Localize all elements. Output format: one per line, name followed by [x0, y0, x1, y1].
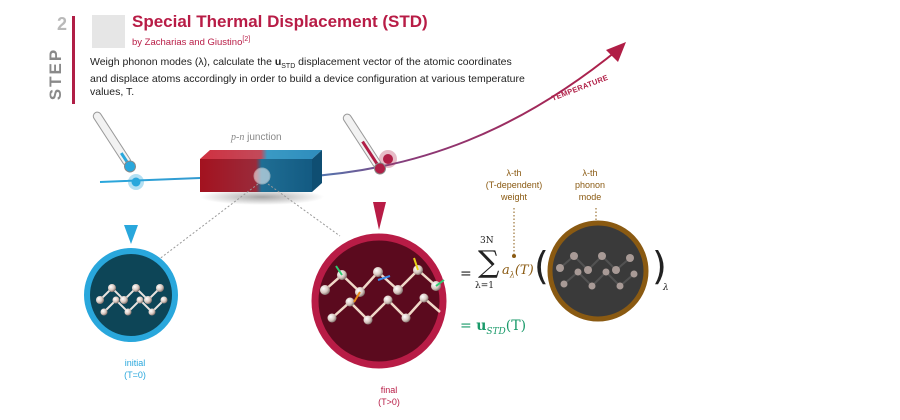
- description-part1: Weigh phonon modes (λ), calculate the: [90, 56, 275, 68]
- weight-label-line1: λ-th: [506, 168, 522, 178]
- step-divider: [72, 16, 75, 104]
- sum-upper-limit: 3N: [480, 236, 494, 246]
- final-label-text: final: [380, 385, 398, 395]
- cold-thermometer-icon: [92, 111, 136, 173]
- initial-label-text: initial: [124, 358, 146, 368]
- result-subscript: STD: [486, 326, 506, 337]
- mode-label-line2: phonon: [574, 180, 606, 190]
- thumbnail-placeholder: [92, 15, 125, 48]
- final-label: final (T>0): [354, 384, 424, 408]
- cold-point: [131, 177, 141, 187]
- description: Weigh phonon modes (λ), calculate the uS…: [90, 56, 530, 99]
- mode-label-line1: λ-th: [582, 168, 598, 178]
- temperature-curve: [99, 47, 621, 183]
- junction-label-italic: p-n: [231, 132, 245, 143]
- initial-label-condition: (T=0): [124, 370, 146, 380]
- junction-label-rest: junction: [244, 132, 282, 143]
- junction-label: p-n junction: [231, 132, 282, 143]
- weight-label-line2: (T-dependent): [485, 180, 543, 190]
- byline: by Zacharias and Giustino[2]: [132, 36, 250, 48]
- hot-thermometer-icon: [342, 113, 386, 175]
- connector-final: [267, 183, 341, 237]
- result-vector: u: [476, 318, 487, 334]
- equation-equals: =: [460, 266, 472, 282]
- temperature-arrowhead: [606, 42, 626, 62]
- final-label-condition: (T>0): [378, 397, 400, 407]
- outer-subscript: λ: [663, 283, 669, 293]
- result-equation: = uSTD(T): [460, 318, 526, 337]
- sum-symbol: ∑: [478, 245, 500, 280]
- weight-leader-dot: [512, 254, 516, 258]
- right-paren: ): [652, 244, 667, 288]
- left-paren: (: [534, 244, 549, 288]
- sum-lower-limit: λ=1: [475, 281, 494, 291]
- final-structure-circle: [311, 202, 447, 369]
- page-title: Special Thermal Displacement (STD): [132, 12, 428, 31]
- result-argument: (T): [505, 318, 527, 334]
- initial-structure-circle: [84, 225, 178, 342]
- step-indicator: 2 STEP: [44, 14, 84, 109]
- result-equals: =: [460, 318, 477, 334]
- step-number: 2: [57, 14, 68, 34]
- mode-label: λ-th phonon mode: [555, 167, 625, 203]
- hot-point: [383, 154, 393, 164]
- weight-argument: (T): [514, 263, 534, 278]
- description-vector-sub: STD: [281, 63, 296, 71]
- weight-label-line3: weight: [500, 192, 527, 202]
- mode-label-line3: mode: [578, 192, 602, 202]
- weight-label: λ-th (T-dependent) weight: [469, 167, 559, 203]
- byline-text: by Zacharias and Giustino: [132, 37, 243, 49]
- connector-initial: [157, 183, 259, 261]
- pn-junction-device: [200, 150, 324, 205]
- description-part2: displacement vector of the atomic coordi…: [90, 56, 525, 99]
- byline-reference: [2]: [242, 36, 251, 43]
- initial-label: initial (T=0): [100, 357, 170, 381]
- weight-symbol: a: [502, 263, 510, 278]
- weight-subscript: λ: [509, 270, 515, 280]
- phonon-mode-circle: [547, 220, 649, 322]
- weight-term: aλ(T): [502, 263, 534, 280]
- description-vector: u: [274, 56, 282, 68]
